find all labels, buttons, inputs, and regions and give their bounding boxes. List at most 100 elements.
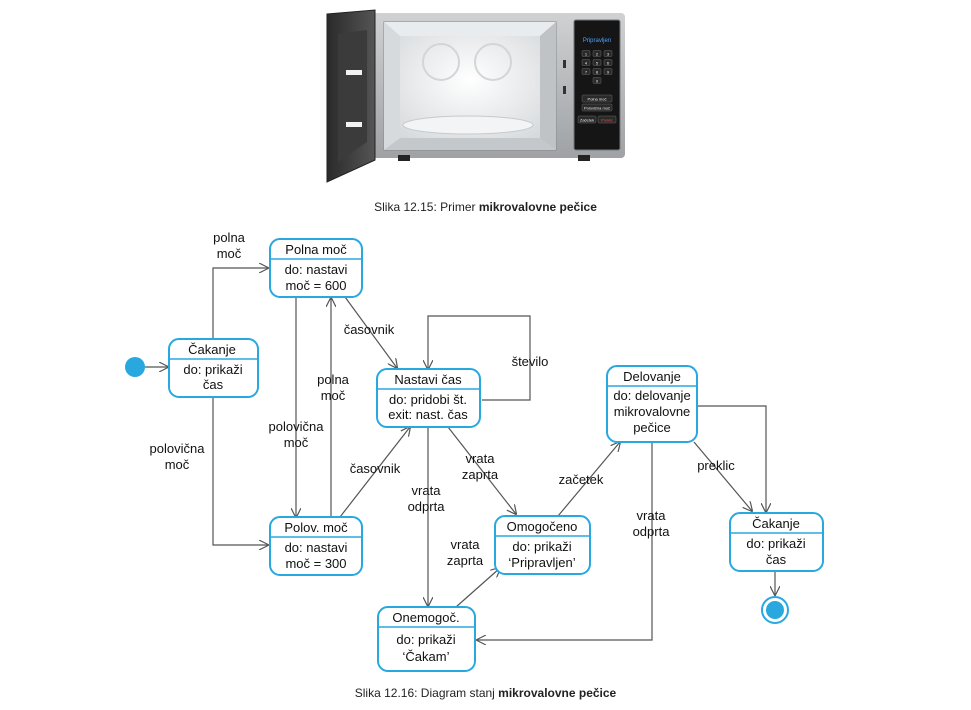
figure2-caption: Slika 12.16: Diagram stanj mikrovalovne … bbox=[0, 686, 971, 700]
edge-onemogoc-omogoceno bbox=[455, 568, 500, 608]
state-cakanje-2-name: Čakanje bbox=[752, 516, 800, 531]
keypad-key bbox=[581, 50, 591, 57]
label-vrata-odprta-2-l2: odprta bbox=[633, 524, 671, 539]
label-casovnik-1: časovnik bbox=[344, 322, 395, 337]
state-cakanje-2 bbox=[729, 512, 824, 572]
label-polovicna-moc-2-l1: polovična bbox=[269, 419, 325, 434]
state-polov-moc bbox=[269, 516, 363, 576]
state-delovanje-act2: mikrovalovne bbox=[614, 404, 691, 419]
edge-delovanje-cakanje2 bbox=[693, 441, 752, 511]
label-vrata-odprta-1-l1: vrata bbox=[412, 483, 442, 498]
figure1-caption: Slika 12.15: Primer mikrovalovne pečice bbox=[0, 200, 971, 214]
state-cakanje-2-act1: do: prikaži bbox=[746, 536, 805, 551]
initial-state bbox=[125, 357, 145, 377]
half-power-button: Polovična moč bbox=[584, 106, 610, 111]
state-onemogoc-act1: do: prikaži bbox=[396, 632, 455, 647]
keypad-key bbox=[603, 50, 613, 57]
final-state bbox=[761, 596, 789, 624]
edge-polna-nastavi bbox=[344, 296, 397, 368]
label-casovnik-2: časovnik bbox=[350, 461, 401, 476]
keypad-key-label: 1 bbox=[585, 52, 588, 57]
keypad-key-label: 3 bbox=[607, 52, 610, 57]
full-power-button: Polna moč bbox=[588, 97, 607, 102]
state-delovanje-act1: do: delovanje bbox=[613, 388, 690, 403]
turntable bbox=[402, 115, 534, 135]
label-polna-moc-1-l1: polna bbox=[213, 230, 246, 245]
label-polna-moc-2-l1: polna bbox=[317, 372, 350, 387]
start-button: Začetek bbox=[580, 118, 594, 123]
keypad-key-label: 8 bbox=[596, 70, 599, 75]
state-cakanje-2-act2: čas bbox=[766, 552, 787, 567]
label-polna-moc-2-l2: moč bbox=[321, 388, 346, 403]
keypad-key-label: 6 bbox=[607, 61, 610, 66]
figure1-caption-bold: mikrovalovne pečice bbox=[478, 200, 597, 214]
state-nastavi-act2: exit: nast. čas bbox=[388, 407, 468, 422]
state-cakanje-1-name: Čakanje bbox=[188, 342, 236, 357]
edge-nastavi-omogoceno bbox=[447, 426, 516, 514]
state-polna-act1: do: nastavi bbox=[285, 262, 348, 277]
state-omogoceno bbox=[494, 515, 591, 575]
final-state-inner bbox=[766, 601, 784, 619]
keypad-key-label: 9 bbox=[607, 70, 610, 75]
state-cakanje-1 bbox=[168, 338, 259, 398]
state-omogoceno-act1: do: prikaži bbox=[512, 539, 571, 554]
keypad-key bbox=[592, 68, 602, 75]
panel-display: Pripravljen bbox=[583, 38, 611, 44]
label-polna-moc-1-l2: moč bbox=[217, 246, 242, 261]
figure1-caption-prefix: Slika 12.15: Primer bbox=[374, 200, 479, 214]
label-preklic: preklic bbox=[697, 458, 735, 473]
edge-delovanje-onemogoc bbox=[477, 442, 653, 640]
keypad-key-label: 4 bbox=[585, 61, 588, 66]
keypad-key bbox=[592, 50, 602, 57]
state-diagram: Čakanje do: prikaži čas Polna moč do: na… bbox=[125, 230, 824, 672]
edge-nastavi-self bbox=[428, 315, 531, 401]
label-vrata-zaprta-2-l1: vrata bbox=[451, 537, 481, 552]
figure2-caption-prefix: Slika 12.16: Diagram stanj bbox=[354, 686, 499, 700]
label-polovicna-moc-1-l1: polovična bbox=[150, 441, 206, 456]
state-nastavi-cas bbox=[376, 368, 481, 428]
stop-button: Preklic bbox=[601, 118, 613, 123]
label-polovicna-moc-1-l2: moč bbox=[165, 457, 190, 472]
label-vrata-zaprta-1-l2: zaprta bbox=[462, 467, 499, 482]
state-delovanje bbox=[606, 365, 698, 443]
edge-omogoceno-delovanje bbox=[557, 442, 620, 517]
edge-delovanje-cakanje2-direct bbox=[697, 405, 766, 512]
label-vrata-zaprta-2-l2: zaprta bbox=[447, 553, 484, 568]
edge-polov-nastavi bbox=[339, 427, 410, 518]
state-nastavi-act1: do: pridobi št. bbox=[389, 392, 467, 407]
edge-cakanje-polna bbox=[212, 268, 268, 339]
keypad-key bbox=[603, 68, 613, 75]
keypad-key bbox=[603, 59, 613, 66]
keypad-key-label: 7 bbox=[585, 70, 588, 75]
state-nastavi-name: Nastavi čas bbox=[394, 372, 462, 387]
edge-cakanje-polov bbox=[212, 397, 268, 545]
label-stevilo: število bbox=[512, 354, 549, 369]
state-omogoceno-name: Omogočeno bbox=[507, 519, 578, 534]
label-vrata-zaprta-1-l1: vrata bbox=[466, 451, 496, 466]
keypad-key-label: 2 bbox=[596, 52, 599, 57]
label-zacetek: začetek bbox=[559, 472, 604, 487]
label-vrata-odprta-2-l1: vrata bbox=[637, 508, 667, 523]
label-vrata-odprta-1-l2: odprta bbox=[408, 499, 446, 514]
label-polovicna-moc-2-l2: moč bbox=[284, 435, 309, 450]
state-polov-act2: moč = 300 bbox=[285, 556, 346, 571]
state-delovanje-act3: pečice bbox=[633, 420, 671, 435]
keypad-key bbox=[592, 59, 602, 66]
state-polov-name: Polov. moč bbox=[284, 520, 348, 535]
state-onemogoc-act2: ‘Čakam’ bbox=[403, 649, 450, 664]
keypad-key bbox=[592, 77, 602, 84]
state-onemogoceno bbox=[377, 606, 476, 672]
keypad-key bbox=[581, 59, 591, 66]
state-polna-moc bbox=[269, 238, 363, 298]
state-polna-act2: moč = 600 bbox=[285, 278, 346, 293]
state-onemogoc-name: Onemogoč. bbox=[392, 610, 459, 625]
state-polna-name: Polna moč bbox=[285, 242, 347, 257]
state-polov-act1: do: nastavi bbox=[285, 540, 348, 555]
state-cakanje-1-act1: do: prikaži bbox=[183, 362, 242, 377]
keypad-key-label: 0 bbox=[596, 79, 599, 84]
state-delovanje-name: Delovanje bbox=[623, 369, 681, 384]
figure2-caption-bold: mikrovalovne pečice bbox=[498, 686, 617, 700]
state-cakanje-1-act2: čas bbox=[203, 377, 224, 392]
